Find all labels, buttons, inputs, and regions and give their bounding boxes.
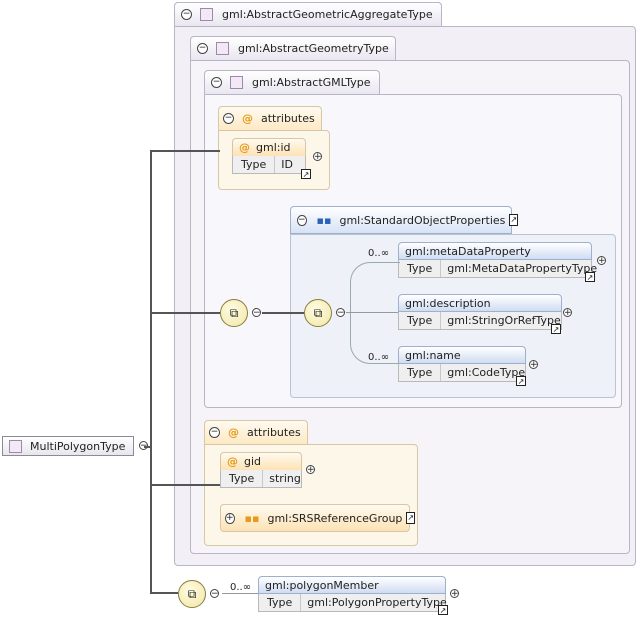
group-icon: ▪▪ xyxy=(316,213,332,227)
type-value: gml:MetaDataPropertyType xyxy=(447,262,598,275)
element-name: gml:metaDataProperty xyxy=(405,244,531,258)
collapse-icon[interactable]: − xyxy=(210,589,219,599)
srs-reference-group[interactable]: + ▪▪ gml:SRSReferenceGroup ↗ xyxy=(220,504,416,532)
gml-name-element[interactable]: gml:name xyxy=(398,346,526,364)
link-icon[interactable]: ↗ xyxy=(406,512,416,524)
element-name: gml:polygonMember xyxy=(265,578,379,592)
cardinality-label: 0..∞ xyxy=(230,582,252,593)
attribute-at-icon: @ xyxy=(228,426,239,439)
gml-id-attribute[interactable]: @ gml:id xyxy=(232,138,306,156)
attribute-group-icon: ▪▪ xyxy=(244,511,260,525)
srs-reference-group-label: gml:SRSReferenceGroup xyxy=(267,511,403,525)
link-icon[interactable]: ↗ xyxy=(301,169,311,179)
element-name: gml:description xyxy=(405,296,491,310)
expand-icon[interactable]: + xyxy=(450,589,459,599)
collapse-icon[interactable]: − xyxy=(197,43,208,54)
collapse-icon[interactable]: − xyxy=(139,441,148,451)
link-icon[interactable]: ↗ xyxy=(585,272,595,282)
gml-id-type-row: Type ID xyxy=(232,156,306,174)
link-icon[interactable]: ↗ xyxy=(516,376,526,386)
expand-icon[interactable]: + xyxy=(597,256,606,266)
expand-icon[interactable]: + xyxy=(225,512,235,524)
type-label: Type xyxy=(233,156,276,173)
connector-line xyxy=(150,150,220,152)
geometry-type-label: gml:AbstractGeometryType xyxy=(238,42,389,55)
gml-type-label: gml:AbstractGMLType xyxy=(252,76,371,89)
attribute-at-icon: @ xyxy=(242,112,253,125)
attributes-tab-2[interactable]: − @ attributes xyxy=(204,420,308,444)
collapse-icon[interactable]: − xyxy=(252,308,261,318)
cardinality-label: 0..∞ xyxy=(368,248,390,259)
type-value: gml:CodeType xyxy=(447,366,526,379)
collapse-icon[interactable]: − xyxy=(181,9,192,20)
type-value: ID xyxy=(281,158,293,171)
expand-icon[interactable]: + xyxy=(529,360,538,370)
connector-line xyxy=(262,312,304,314)
polygon-member-type-row: Type gml:PolygonPropertyType xyxy=(258,594,447,612)
type-label: Type xyxy=(259,594,302,611)
type-square-icon xyxy=(216,42,229,55)
collapse-icon[interactable]: − xyxy=(297,214,307,226)
metadata-property-element[interactable]: gml:metaDataProperty xyxy=(398,242,592,260)
link-icon[interactable]: ↗ xyxy=(551,324,561,334)
expand-icon[interactable]: + xyxy=(563,308,572,318)
type-square-icon xyxy=(230,76,243,89)
gid-type-row: Type string xyxy=(220,470,302,488)
attribute-at-icon: @ xyxy=(227,455,238,468)
link-icon[interactable]: ↗ xyxy=(438,605,448,615)
type-label: Type xyxy=(399,312,442,329)
cardinality-label: 0..∞ xyxy=(368,352,390,363)
gml-type-tab[interactable]: − gml:AbstractGMLType xyxy=(204,70,380,94)
aggregate-type-label: gml:AbstractGeometricAggregateType xyxy=(222,8,433,21)
collapse-icon[interactable]: − xyxy=(209,427,220,438)
connector-line xyxy=(150,592,178,594)
attribute-at-icon: @ xyxy=(239,141,250,154)
gml-id-name: gml:id xyxy=(256,141,291,154)
element-name: gml:name xyxy=(405,348,461,362)
collapse-icon[interactable]: − xyxy=(223,113,234,124)
connector-line xyxy=(150,484,220,486)
gml-name-type-row: Type gml:CodeType xyxy=(398,364,526,382)
sequence-icon[interactable]: ⧉ xyxy=(304,299,332,327)
type-value: gml:PolygonPropertyType xyxy=(307,596,447,609)
type-value: gml:StringOrRefType xyxy=(447,314,561,327)
sequence-icon[interactable]: ⧉ xyxy=(220,299,248,327)
connector-line xyxy=(144,446,152,448)
root-type[interactable]: MultiPolygonType xyxy=(2,436,134,456)
type-label: Type xyxy=(399,260,442,277)
connector-line xyxy=(222,593,258,594)
collapse-icon[interactable]: − xyxy=(211,77,222,88)
attributes-label: attributes xyxy=(247,426,301,439)
connector-line xyxy=(346,312,398,313)
geometry-type-tab[interactable]: − gml:AbstractGeometryType xyxy=(190,36,396,60)
expand-icon[interactable]: + xyxy=(313,152,322,162)
connector-line xyxy=(150,150,152,594)
standard-object-properties-label: gml:StandardObjectProperties xyxy=(339,213,506,227)
gid-name: gid xyxy=(244,455,262,468)
polygon-member-element[interactable]: gml:polygonMember xyxy=(258,576,446,594)
description-element[interactable]: gml:description xyxy=(398,294,562,312)
type-square-icon xyxy=(200,8,213,21)
standard-object-properties-tab[interactable]: − ▪▪ gml:StandardObjectProperties ↗ xyxy=(290,206,519,234)
collapse-icon[interactable]: − xyxy=(336,308,345,318)
root-type-label: MultiPolygonType xyxy=(30,439,126,453)
type-value: string xyxy=(269,472,301,485)
gid-attribute[interactable]: @ gid xyxy=(220,452,302,470)
attributes-tab-1[interactable]: − @ attributes xyxy=(218,106,322,130)
type-label: Type xyxy=(221,470,264,487)
link-icon[interactable]: ↗ xyxy=(509,214,519,226)
description-type-row: Type gml:StringOrRefType xyxy=(398,312,562,330)
type-label: Type xyxy=(399,364,442,381)
metadata-property-type-row: Type gml:MetaDataPropertyType xyxy=(398,260,597,278)
aggregate-type-tab[interactable]: − gml:AbstractGeometricAggregateType xyxy=(174,2,442,26)
type-square-icon xyxy=(9,439,22,453)
sequence-icon[interactable]: ⧉ xyxy=(178,580,206,608)
attributes-label: attributes xyxy=(261,112,315,125)
connector-line xyxy=(150,312,220,314)
expand-icon[interactable]: + xyxy=(306,465,315,475)
choice-bracket xyxy=(350,262,400,364)
